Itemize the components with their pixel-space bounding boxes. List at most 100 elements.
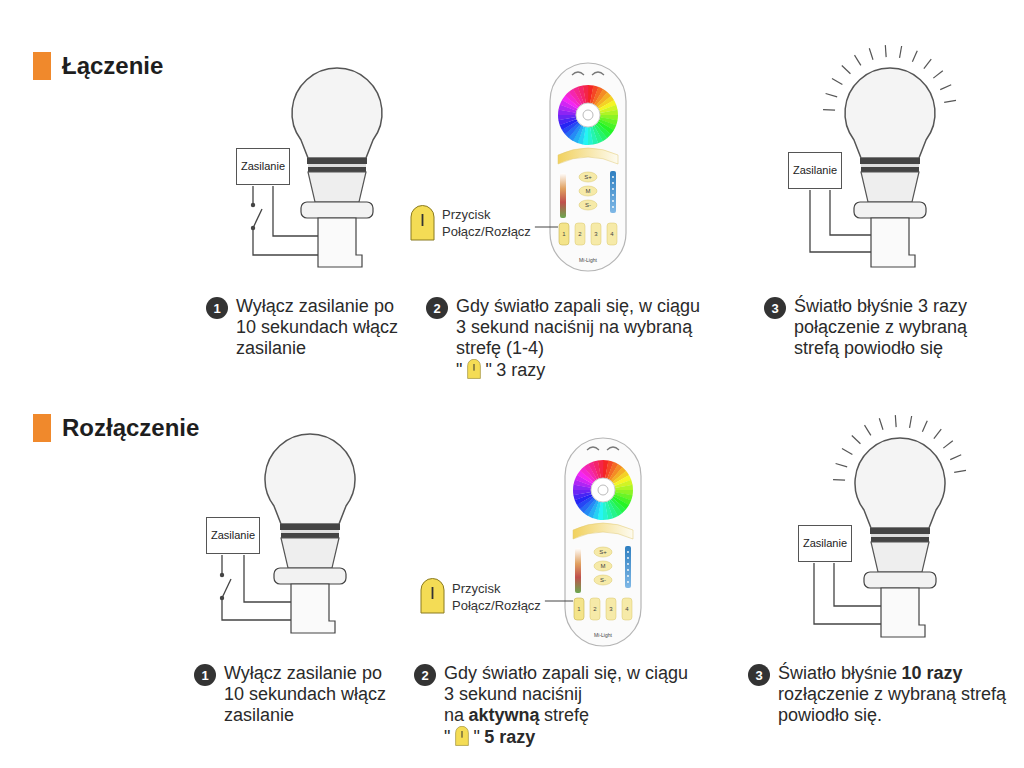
box-label: Zasilanie: [793, 164, 837, 177]
light-rays: [823, 45, 966, 480]
wire: [222, 598, 291, 620]
light-ray: [895, 415, 897, 427]
wire: [810, 190, 871, 252]
light-ray: [842, 449, 852, 455]
step-text: strefę: [544, 705, 589, 725]
light-ray: [842, 65, 851, 73]
section-heading: Łączenie: [62, 52, 163, 79]
remote-button-label: 1: [577, 606, 580, 612]
light-ray: [826, 94, 838, 97]
wire: [273, 186, 318, 236]
text-block: Rozłączenie: [62, 413, 322, 443]
button-icon: [467, 359, 481, 379]
light-ray: [922, 421, 927, 432]
text-block: Łączenie: [62, 51, 322, 81]
wire: [244, 555, 291, 602]
remote-control: [550, 63, 626, 271]
light-ray: [864, 425, 870, 435]
remote-button-label: S+: [599, 549, 607, 555]
wire: [253, 228, 318, 255]
step-text: Gdy światło zapali się, w ciągu 3 sekund…: [456, 296, 700, 358]
step-text: 3 razy: [496, 360, 545, 380]
leader-line: [535, 227, 558, 228]
remote-button-label: M: [586, 188, 591, 194]
bulb-off: [265, 434, 355, 633]
step-text: Światło błyśnie: [778, 663, 897, 683]
light-ray: [833, 479, 845, 481]
power-box: Zasilanie: [798, 525, 852, 562]
step-text: 10 razy: [902, 663, 963, 683]
remote-button-label: M: [601, 563, 606, 569]
step-text: Wyłącz zasilanie po 10 sekundach włącz z…: [224, 663, 386, 725]
text-block: Wyłącz zasilanie po 10 sekundach włącz z…: [224, 663, 392, 726]
callout-text: Przycisk Połącz/Rozłącz: [452, 581, 541, 613]
power-box: Zasilanie: [236, 148, 290, 185]
light-ray: [940, 85, 951, 90]
text-block: Wyłącz zasilanie po 10 sekundach włącz z…: [236, 296, 404, 359]
box-label: Zasilanie: [803, 537, 847, 550]
text-block: Przycisk Połącz/Rozłącz: [442, 206, 554, 240]
text-block: Gdy światło zapali się, w ciągu 3 sekund…: [456, 296, 706, 381]
box-label: Zasilanie: [241, 160, 285, 173]
button-icon: [421, 579, 444, 614]
power-box: Zasilanie: [206, 517, 260, 554]
step-number-text: 2: [433, 301, 440, 316]
text-block: Światło błyśnie 3 razy połączenie z wybr…: [794, 296, 1009, 359]
button-icon: [411, 206, 434, 241]
step-number-text: 2: [421, 668, 428, 683]
remote-button-label: Mi-Light: [594, 633, 612, 638]
wires: [222, 186, 881, 624]
step-text: Gdy światło zapali się, w ciągu 3 sekund…: [444, 663, 688, 704]
step-number: 2: [426, 297, 448, 319]
remote-button-label: S-: [585, 202, 591, 208]
wire: [834, 563, 881, 606]
step-number-text: 3: [755, 668, 762, 683]
light-ray: [934, 429, 941, 438]
remote-control: [565, 438, 641, 646]
remote-button-label: 4: [610, 231, 613, 237]
remote-button-label: 4: [625, 606, 628, 612]
remote-button-label: Mi-Light: [579, 258, 597, 263]
leader-line: [545, 601, 573, 602]
light-ray: [852, 435, 861, 443]
light-ray: [944, 100, 956, 102]
box-label: Zasilanie: [211, 529, 255, 542]
step-number: 3: [748, 664, 770, 686]
text-block: Gdy światło zapali się, w ciągu 3 sekund…: [444, 663, 694, 748]
light-ray: [879, 418, 883, 429]
switch-arm: [222, 579, 231, 598]
bulb-lit: [845, 68, 935, 267]
wire: [830, 190, 871, 235]
step-number: 1: [206, 297, 228, 319]
leader-lines: [535, 227, 573, 601]
light-ray: [924, 59, 931, 68]
drawing-circle: [220, 596, 224, 600]
remote-button-label: S+: [584, 174, 592, 180]
button-icon: [456, 726, 469, 745]
text-block: Przycisk Połącz/Rozłącz: [452, 580, 564, 614]
section-marker: [33, 52, 51, 80]
step-number: 1: [194, 664, 216, 686]
light-ray: [885, 45, 887, 57]
light-ray: [900, 46, 902, 58]
step-number-text: 3: [771, 301, 778, 316]
remote-button-label: 3: [609, 606, 612, 612]
light-ray: [950, 455, 961, 460]
remote-button-label: 1: [562, 231, 565, 237]
wire: [814, 563, 881, 624]
drawing-circle: [251, 226, 255, 230]
power-box: Zasilanie: [788, 152, 842, 189]
step-text: aktywną: [469, 705, 540, 725]
text-block: Światło błyśnie10 razyrozłączenie z wybr…: [778, 663, 1013, 726]
step-text: Światło błyśnie 3 razy połączenie z wybr…: [794, 296, 967, 358]
light-ray: [910, 416, 912, 428]
step-text: ": [473, 727, 479, 747]
step-text: na: [444, 705, 464, 725]
step-text: ": [444, 727, 450, 747]
step-text: ": [485, 360, 491, 380]
step-number: 3: [764, 297, 786, 319]
button-icon: [468, 359, 481, 378]
step-text: ": [456, 360, 462, 380]
